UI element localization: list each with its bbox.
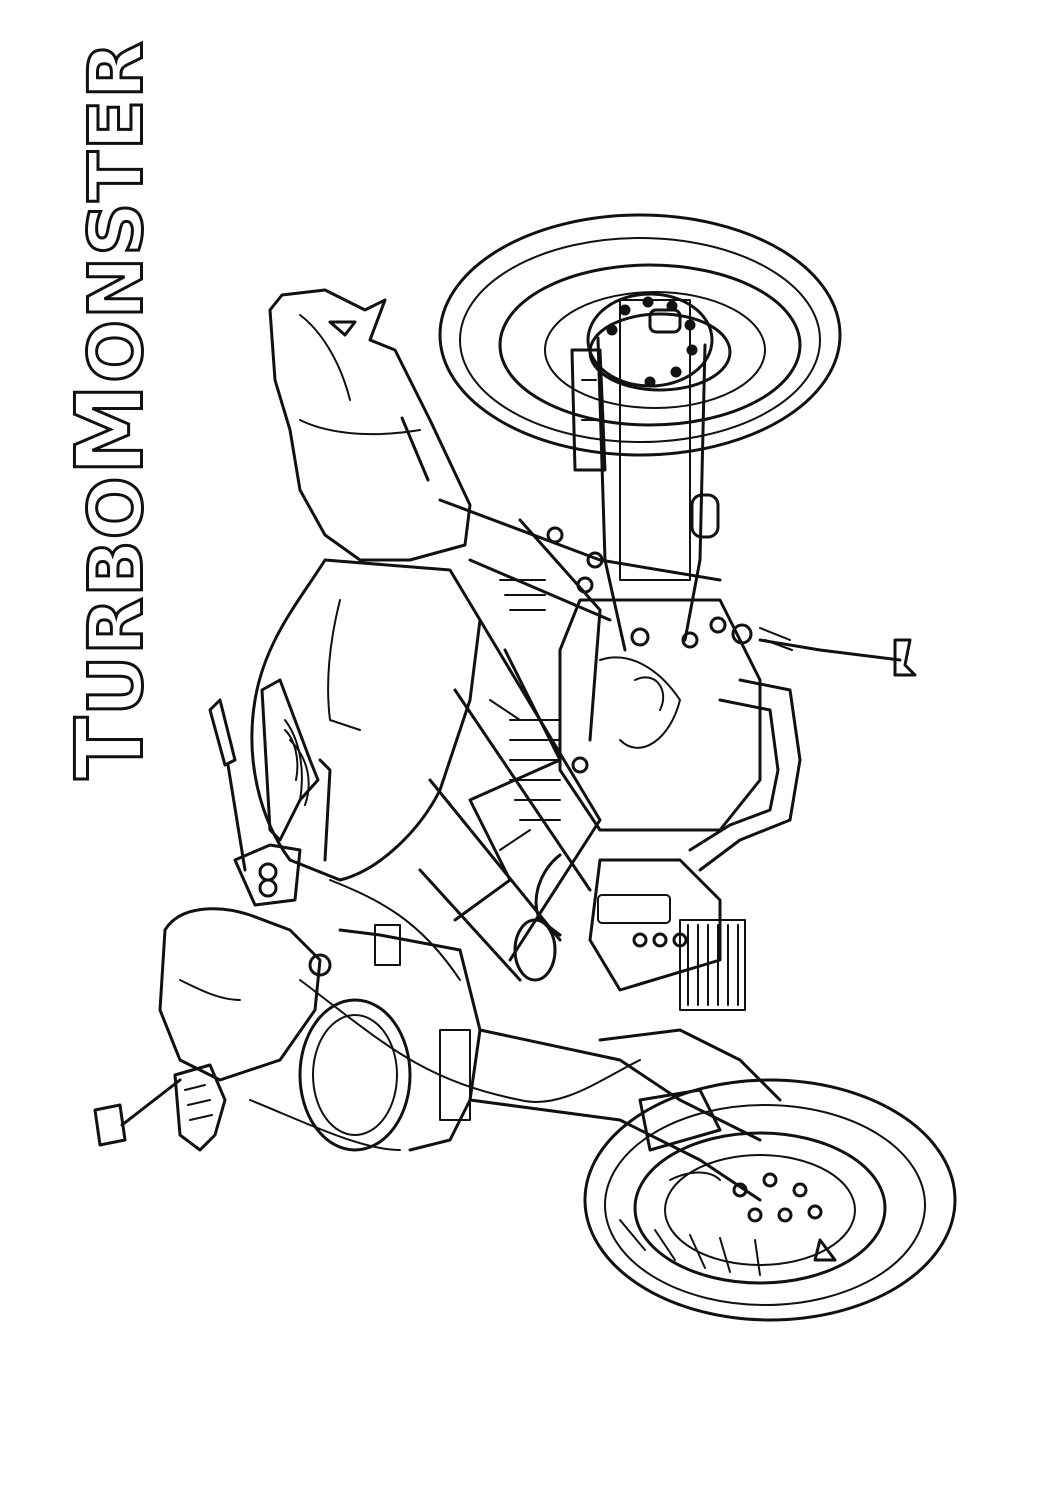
rear-wheel [438,213,842,457]
exhaust [513,627,917,982]
front-wheel [468,1028,957,1322]
cables [249,879,641,1151]
engine [499,579,762,1011]
handlebars [93,678,332,1152]
frame [418,498,753,982]
chain-drive [570,292,720,652]
fuel-tank [250,558,482,882]
seat [268,288,472,562]
